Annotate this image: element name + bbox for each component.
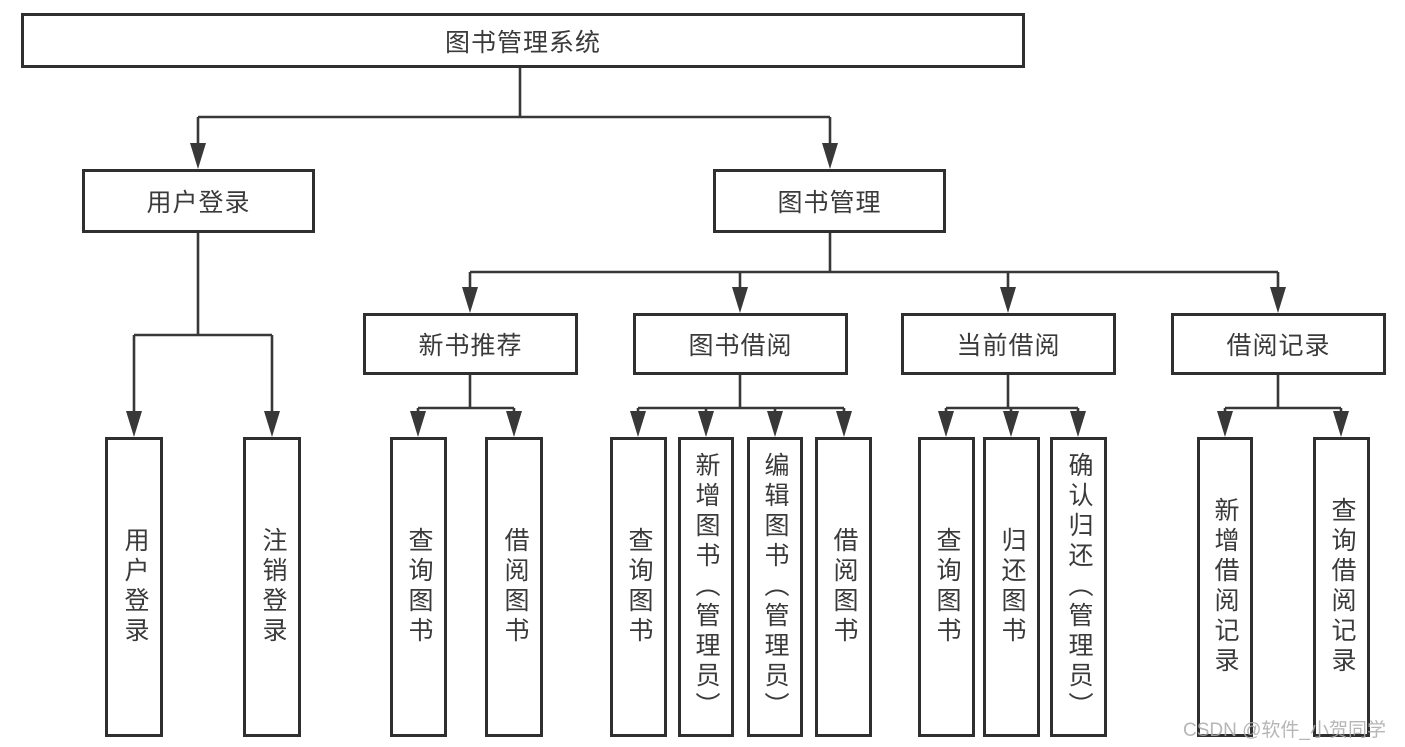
node-book-borrowing: 图书借阅 bbox=[633, 313, 848, 375]
leaf-search-books-current: 查询图书 bbox=[918, 437, 975, 737]
node-book-management: 图书管理 bbox=[713, 169, 946, 233]
leaf-add-books-admin: 新增图书（管理员） bbox=[678, 437, 734, 737]
leaf-return-books: 归还图书 bbox=[983, 437, 1040, 737]
leaf-borrow-books-borrowing: 借阅图书 bbox=[815, 437, 872, 737]
leaf-add-borrow-record: 新增借阅记录 bbox=[1197, 437, 1253, 737]
node-borrow-records: 借阅记录 bbox=[1171, 313, 1386, 375]
leaf-search-borrow-record: 查询借阅记录 bbox=[1313, 437, 1370, 737]
leaf-confirm-return-admin: 确认归还（管理员） bbox=[1050, 437, 1107, 737]
leaf-search-books-recommend: 查询图书 bbox=[390, 437, 447, 737]
node-current-borrowing: 当前借阅 bbox=[901, 313, 1116, 375]
csdn-watermark: CSDN @软件_小贺同学 bbox=[1183, 720, 1386, 741]
node-new-book-recommend: 新书推荐 bbox=[363, 313, 578, 375]
leaf-search-books-borrowing: 查询图书 bbox=[610, 437, 667, 737]
node-user-login: 用户登录 bbox=[82, 169, 315, 233]
leaf-logout: 注销登录 bbox=[243, 437, 301, 737]
leaf-edit-books-admin: 编辑图书（管理员） bbox=[747, 437, 803, 737]
node-library-management-system: 图书管理系统 bbox=[21, 13, 1025, 68]
leaf-borrow-books-recommend: 借阅图书 bbox=[485, 437, 543, 737]
leaf-user-login: 用户登录 bbox=[105, 437, 163, 737]
